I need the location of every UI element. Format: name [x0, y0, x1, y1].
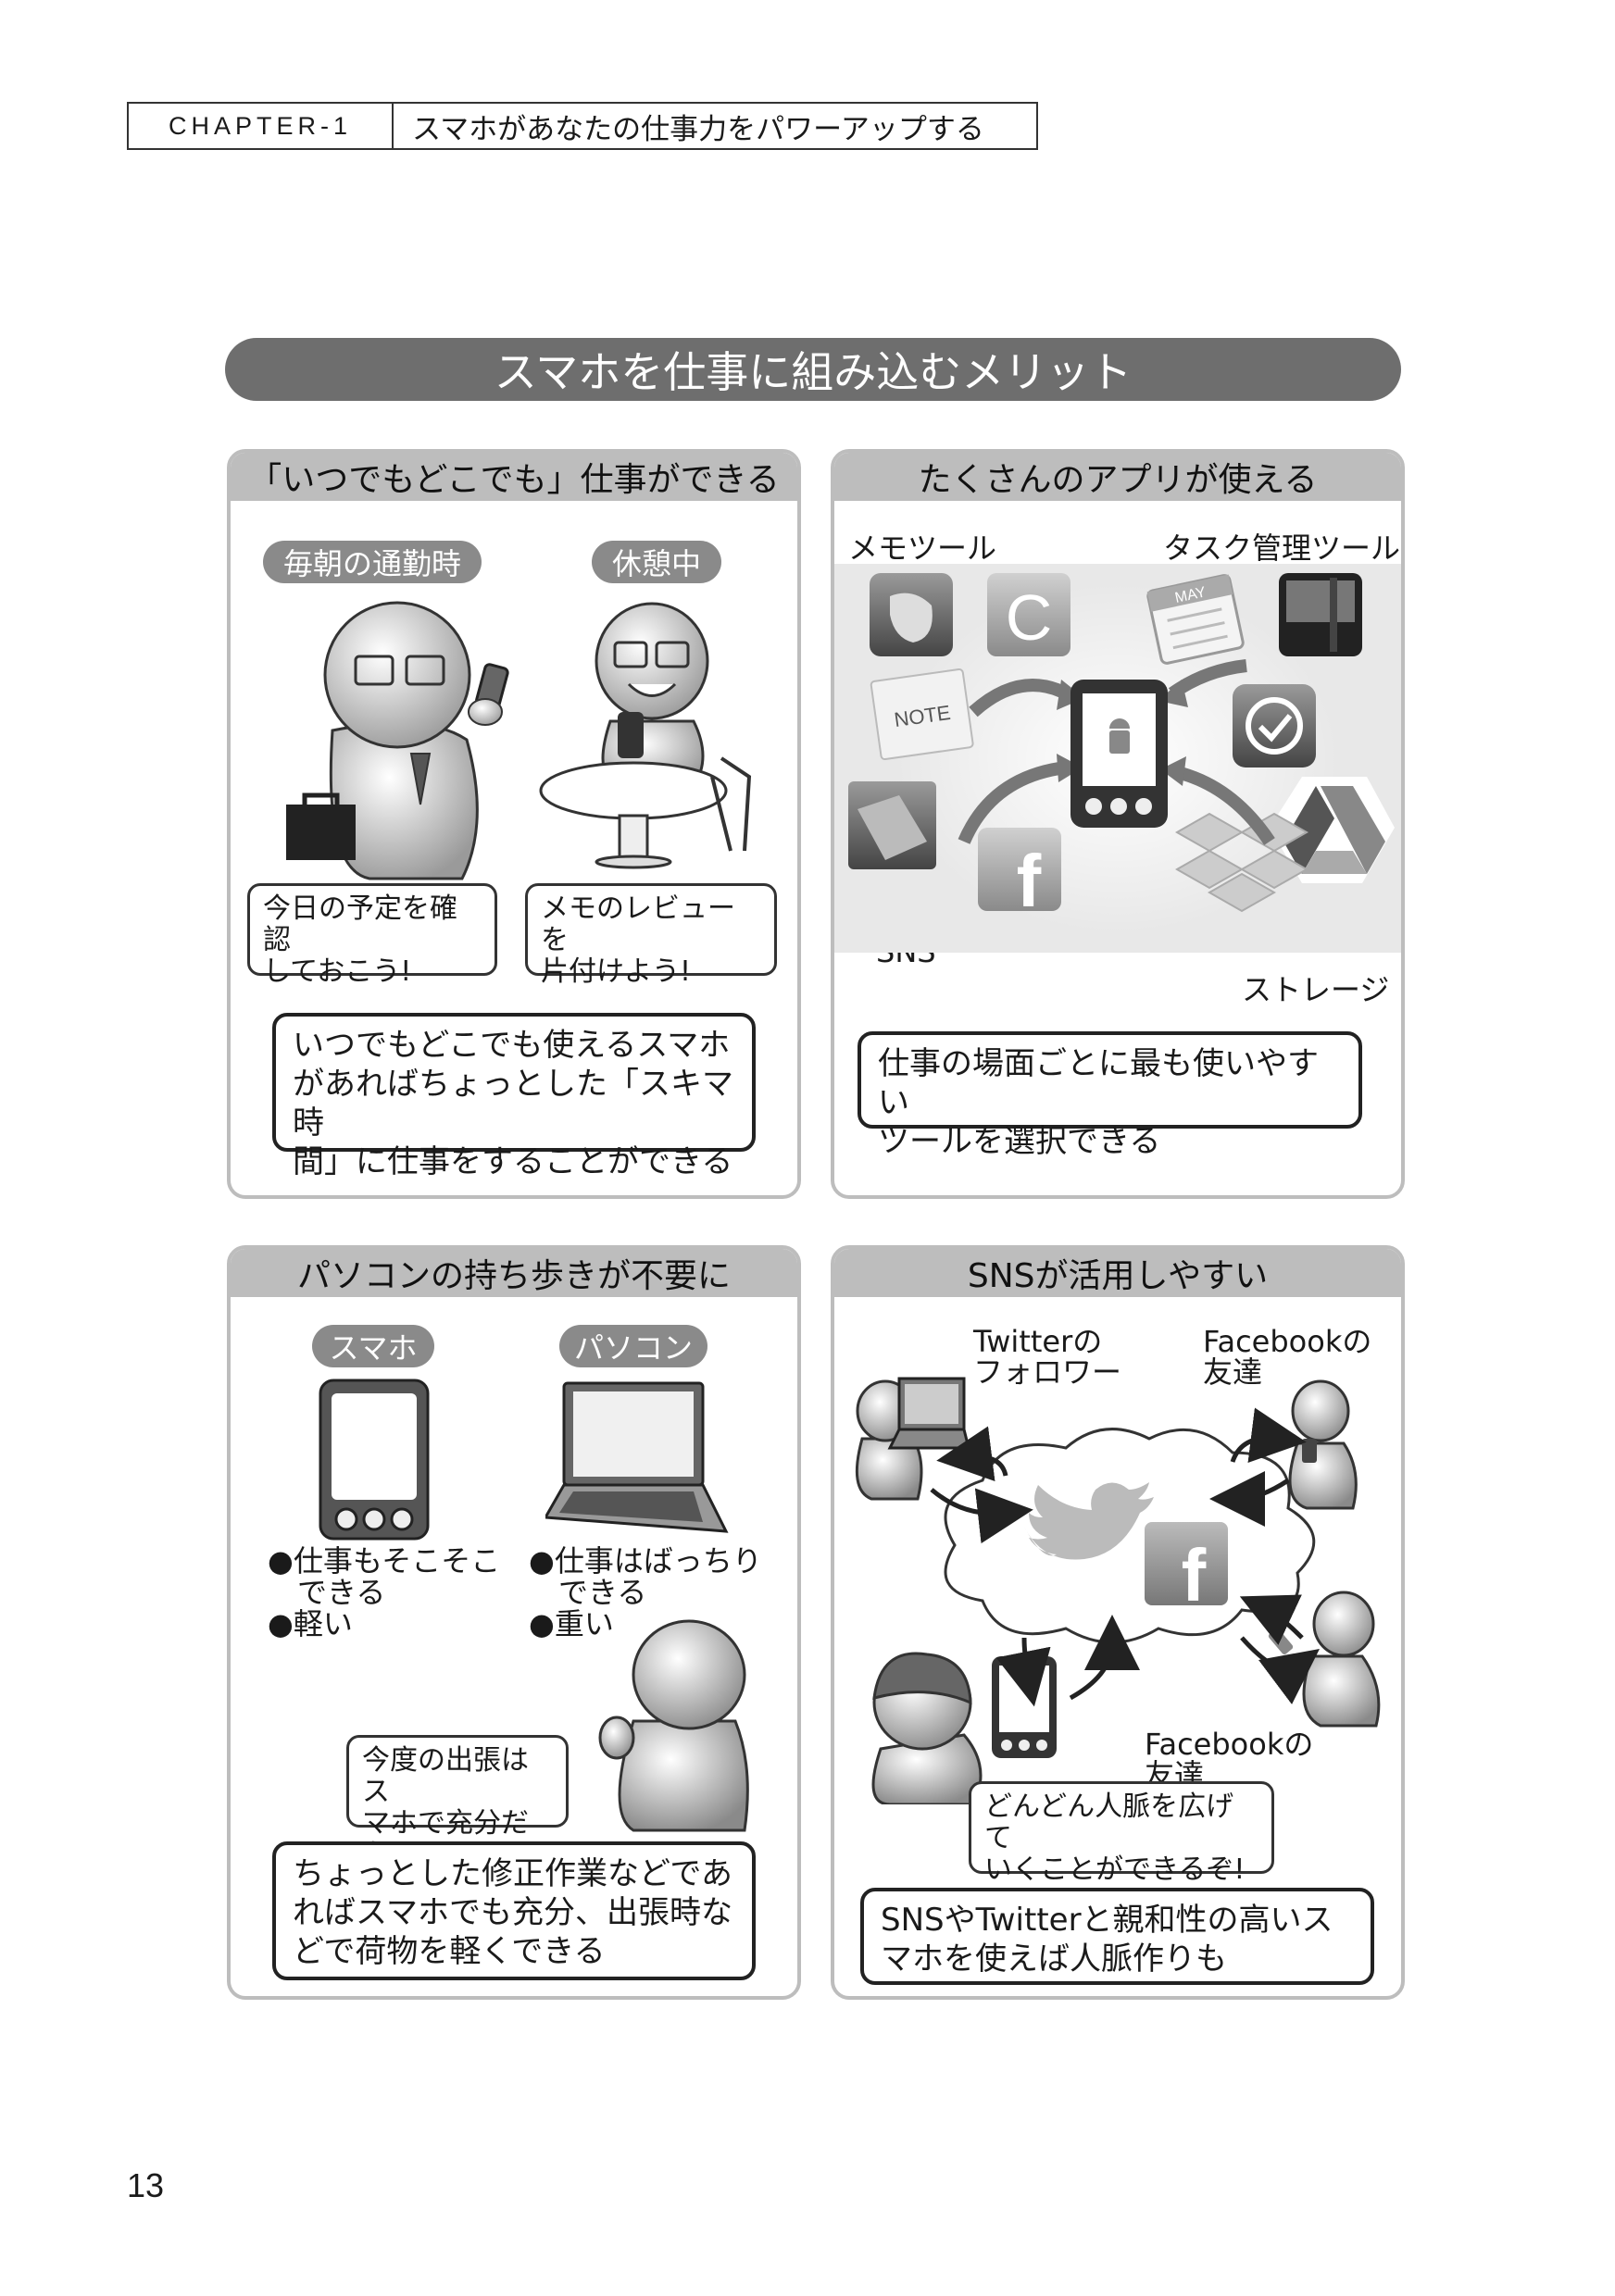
svg-text:MAY: MAY: [1173, 584, 1208, 606]
panel2-summary: 仕事の場面ごとに最も使いやすい ツールを選択できる: [858, 1031, 1362, 1160]
chapter-title: スマホがあなたの仕事力をパワーアップする: [412, 112, 984, 146]
label-task-tools: タスク管理ツール: [1163, 530, 1401, 566]
notebook-icon: [1279, 573, 1362, 656]
calendar-icon: MAY: [1146, 574, 1245, 665]
panel-title: パソコンの持ち歩きが不要に: [231, 1249, 797, 1297]
twitter-follower-person: [855, 1377, 970, 1501]
app-icons-diagram: C MAY NOTE f: [834, 564, 1401, 953]
facebook-icon: f: [1145, 1522, 1228, 1616]
panel3-summary: ちょっとした修正作業などであ ればスマホでも充分、出張時な どで荷物を軽くできる: [272, 1841, 756, 1980]
svg-text:C: C: [1006, 581, 1053, 654]
panel1-summary: いつでもどこでも使えるスマホ があればちょっとした「スキマ時 間」に仕事をするこ…: [272, 1013, 756, 1180]
c-app-icon: C: [987, 573, 1070, 656]
smartphone-illustration: [319, 1379, 430, 1541]
panel-no-laptop-needed: パソコンの持ち歩きが不要に スマホ パソコン ●仕事もそこそこ できる ●軽い …: [227, 1245, 801, 2000]
commuter-illustration: [286, 601, 509, 880]
main-banner: スマホを仕事に組み込むメリット: [225, 338, 1401, 401]
facebook-friend-person-bottom: [1268, 1591, 1381, 1728]
drive-icon: [1270, 777, 1395, 883]
panel-many-apps: たくさんのアプリが使える メモツール タスク管理ツール SNS ストレージ C …: [831, 449, 1405, 1199]
thinking-person-illustration: [598, 1619, 749, 1832]
note-icon: NOTE: [870, 668, 974, 761]
origami-bird-icon: [848, 781, 936, 869]
chapter-header: CHAPTER-1 スマホがあなたの仕事力をパワーアップする: [127, 102, 1038, 150]
panel-sns-friendly: SNSが活用しやすい Twitterの フォロワー Facebookの 友達 f: [831, 1245, 1405, 2000]
pill-break: 休憩中: [592, 541, 721, 583]
network-cloud: [944, 1428, 1316, 1644]
svg-text:f: f: [1182, 1534, 1207, 1616]
page-number: 13: [127, 2166, 165, 2204]
laptop-illustration: [545, 1381, 729, 1533]
evernote-icon: [870, 573, 953, 656]
panel-anytime-anywhere: 「いつでもどこでも」仕事ができる 毎朝の通勤時 休憩中 今日の予定を確認 してお…: [227, 449, 801, 1199]
panel-title: たくさんのアプリが使える: [834, 453, 1401, 501]
check-icon: [1233, 684, 1316, 767]
chapter-label: CHAPTER-1: [129, 104, 394, 148]
facebook-icon: f: [978, 828, 1061, 922]
panel4-summary: SNSやTwitterと親和性の高いス マホを使えば人脈作りも: [860, 1888, 1374, 1985]
break-illustration: [539, 602, 752, 869]
pill-laptop: パソコン: [559, 1325, 707, 1367]
sns-network-diagram: f: [855, 1377, 1381, 1804]
bubble-business-trip: 今度の出張はス マホで充分だな!: [346, 1735, 569, 1871]
panel-title: 「いつでもどこでも」仕事ができる: [231, 453, 797, 501]
twitter-bird-icon: [1024, 1482, 1154, 1560]
bubble-break: メモのレビューを 片付けよう!: [525, 883, 777, 988]
panel-title: SNSが活用しやすい: [834, 1249, 1401, 1297]
bubble-expand-network: どんどん人脈を広げて いくことができるぞ!: [969, 1781, 1274, 1886]
facebook-friend-person-top: [1288, 1379, 1358, 1510]
label-storage: ストレージ: [1242, 972, 1390, 1007]
android-phone-icon: [1070, 680, 1168, 828]
smartphone-icon: [992, 1656, 1057, 1758]
svg-text:f: f: [1017, 840, 1042, 922]
beanie-person: [871, 1652, 983, 1804]
pill-commute: 毎朝の通勤時: [263, 541, 482, 583]
pill-smartphone: スマホ: [312, 1325, 434, 1367]
bubble-commute: 今日の予定を確認 しておこう!: [247, 883, 497, 988]
label-memo-tools: メモツール: [848, 530, 997, 566]
